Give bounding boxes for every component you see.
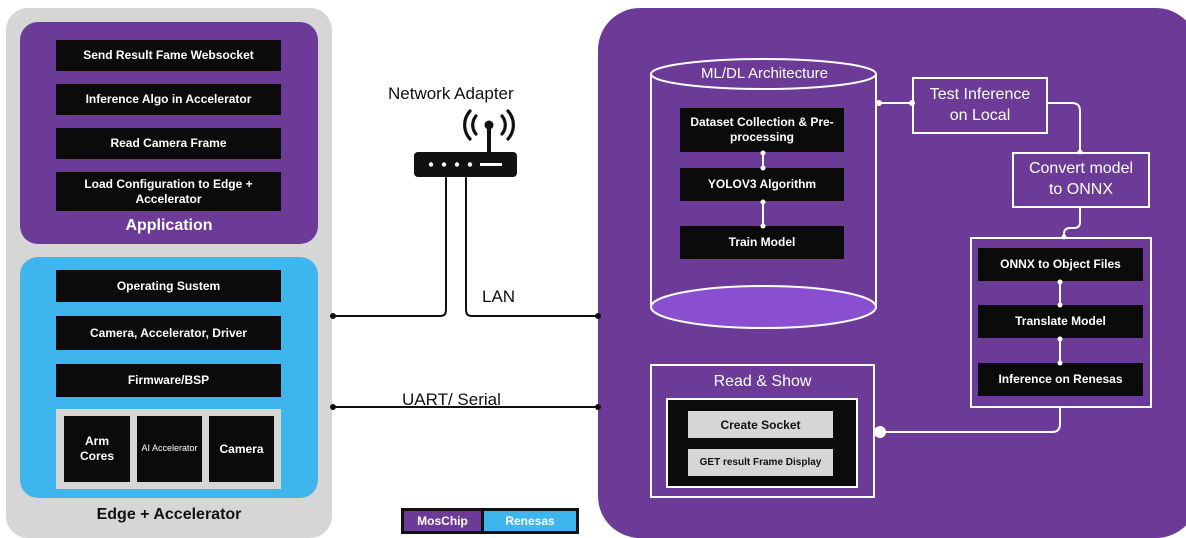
hw-camera: Camera <box>209 416 274 482</box>
onnx-step-object-files: ONNX to Object Files <box>978 248 1143 281</box>
onnx-step-translate: Translate Model <box>978 305 1143 338</box>
get-result-button[interactable]: GET result Frame Display <box>688 449 833 476</box>
router-icon <box>414 152 517 177</box>
legend-renesas: Renesas <box>484 511 576 531</box>
onnx-step-inference: Inference on Renesas <box>978 363 1143 396</box>
app-item-load-config: Load Configuration to Edge + Accelerator <box>56 172 281 211</box>
mldl-cylinder <box>649 58 879 330</box>
edge-title: Edge + Accelerator <box>96 506 242 523</box>
legend-moschip: MosChip <box>404 511 481 531</box>
convert-onnx-box: Convert model to ONNX <box>1012 152 1150 208</box>
wifi-icon <box>456 108 522 152</box>
app-item-inference-algo: Inference Algo in Accelerator <box>56 84 281 115</box>
edge-item-driver: Camera, Accelerator, Driver <box>56 316 281 350</box>
edge-item-os: Operating Sustem <box>56 270 281 302</box>
uart-label: UART/ Serial <box>402 390 501 409</box>
app-item-read-camera: Read Camera Frame <box>56 128 281 159</box>
hw-ai-accelerator: AI Accelerator <box>137 416 202 482</box>
edge-item-firmware: Firmware/BSP <box>56 364 281 397</box>
onnx-group-box <box>970 237 1152 408</box>
mldl-step-dataset: Dataset Collection & Pre-processing <box>680 108 844 152</box>
lan-label: LAN <box>482 287 516 306</box>
test-inference-box: Test Inference on Local <box>912 77 1048 134</box>
application-title: Application <box>125 217 213 234</box>
mldl-step-train: Train Model <box>680 226 844 259</box>
network-adapter-title: Network Adapter <box>388 84 514 103</box>
create-socket-button[interactable]: Create Socket <box>688 411 833 438</box>
mldl-title: ML/DL Architecture <box>701 65 828 82</box>
app-item-send-result: Send Result Fame Websocket <box>56 40 281 71</box>
hw-arm-cores: Arm Cores <box>64 416 130 482</box>
read-show-title: Read & Show <box>713 373 812 390</box>
mldl-step-yolov3: YOLOV3 Algorithm <box>680 168 844 201</box>
